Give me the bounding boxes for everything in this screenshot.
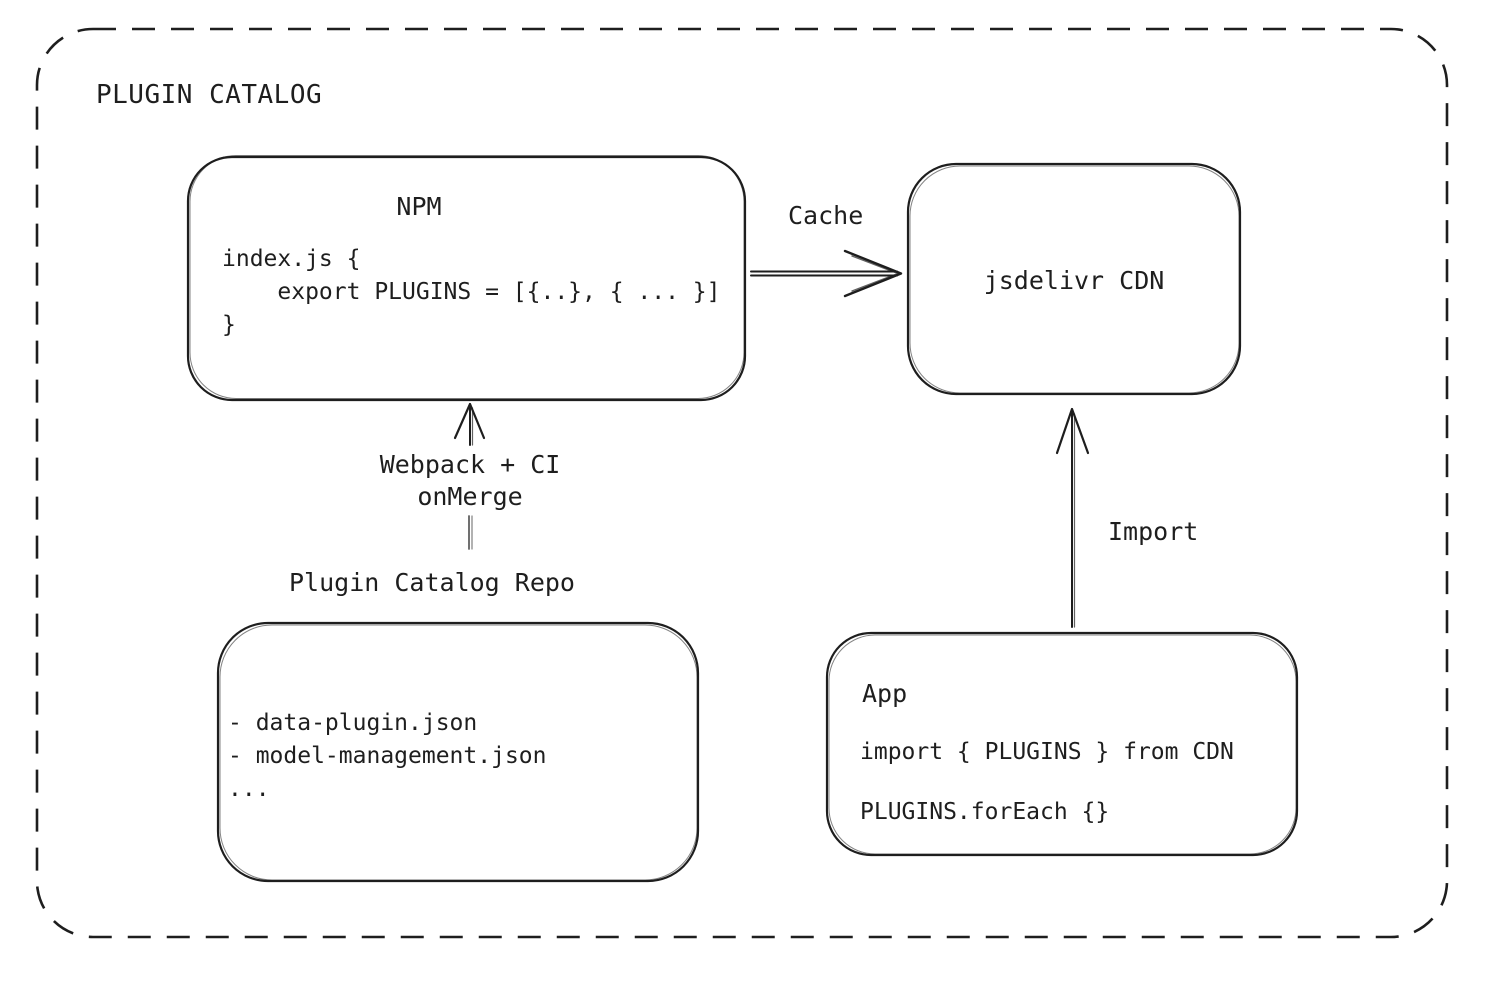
cdn-box-label: jsdelivr CDN xyxy=(983,266,1165,295)
build-arrow-icon xyxy=(453,402,486,446)
app-code-line-1: import { PLUGINS } from CDN xyxy=(860,739,1234,765)
cache-arrow-label: Cache xyxy=(788,201,864,230)
import-arrow-icon xyxy=(1055,407,1090,628)
app-code-line-2: PLUGINS.forEach {} xyxy=(860,799,1110,825)
repo-file-item-2: - model-management.json xyxy=(228,743,547,769)
cache-arrow-icon xyxy=(750,249,903,298)
npm-box xyxy=(186,155,747,402)
npm-box-title: NPM xyxy=(396,192,442,221)
repo-file-list: - data-plugin.json - model-management.js… xyxy=(228,707,547,806)
build-connector-line xyxy=(468,515,473,550)
npm-code-line-2: export PLUGINS = [{..}, { ... }] xyxy=(222,279,721,305)
cdn-box xyxy=(906,162,1242,396)
npm-code-line-1: index.js { xyxy=(222,246,361,272)
build-arrow-label-line-2: onMerge xyxy=(417,482,523,511)
repo-box-label: Plugin Catalog Repo xyxy=(289,568,575,597)
npm-code-block: index.js { export PLUGINS = [{..}, { ...… xyxy=(222,243,721,342)
repo-file-item-3: ... xyxy=(228,776,270,802)
app-box-title: App xyxy=(862,679,908,708)
build-arrow-label: Webpack + CI onMerge xyxy=(350,449,590,513)
repo-box xyxy=(216,621,700,883)
npm-code-line-3: } xyxy=(222,312,236,338)
diagram-title: PLUGIN CATALOG xyxy=(96,80,323,110)
import-arrow-label: Import xyxy=(1108,517,1199,546)
build-arrow-label-line-1: Webpack + CI xyxy=(379,450,561,479)
repo-file-item-1: - data-plugin.json xyxy=(228,710,478,736)
app-box xyxy=(825,631,1299,857)
